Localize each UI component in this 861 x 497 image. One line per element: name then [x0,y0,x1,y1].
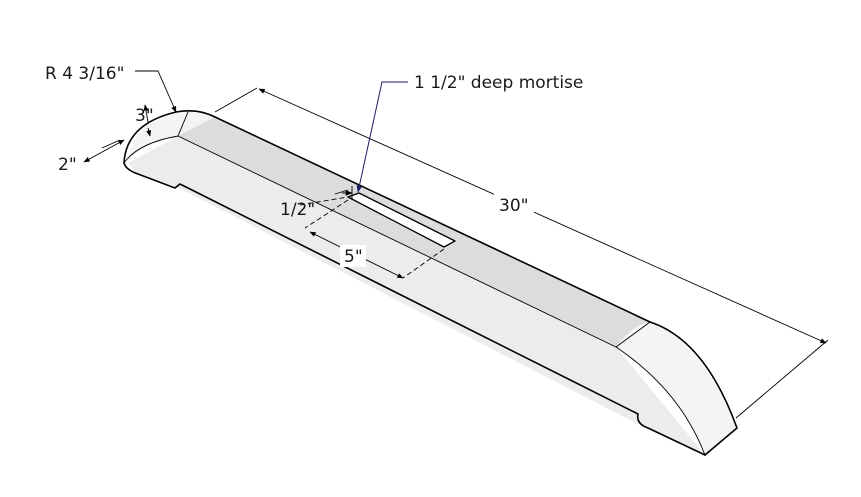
dim-line-length [258,88,827,344]
outline-bottom-edge [123,162,706,456]
crease-far-end [177,111,189,137]
mortise-note: 1 1/2" deep mortise [414,73,583,93]
dim-line-width [83,139,125,163]
mortise-length-label-bg [340,245,366,267]
length-label: 30" [499,196,528,216]
end-height-label: 3" [135,106,154,126]
ext-line-mortise-length-a [304,199,349,229]
near-end-inner-curve [615,346,706,456]
length-label-bg [494,193,534,215]
dim-arrow-end-height-down [146,127,152,137]
radius-leader [135,70,177,113]
ext-line-width [101,139,121,149]
near-end-face [616,322,737,455]
ext-line-mortise-length-b [402,248,445,279]
side-face [128,136,705,455]
width-label: 2" [58,155,77,175]
dim-arrow-end-height-up [143,104,149,123]
ext-line-length-end [735,339,829,419]
ext-line-mortise-width [299,196,349,206]
mortise-width-label: 1/2" [280,200,315,220]
far-end-inner-curve [123,135,179,164]
crease-top-front [177,135,617,348]
ext-line-length-start [214,87,258,113]
radius-label: R 4 3/16" [45,64,124,84]
far-end-face [128,111,215,163]
mortise-leader [356,81,408,193]
mortise-length-label: 5" [344,247,363,267]
